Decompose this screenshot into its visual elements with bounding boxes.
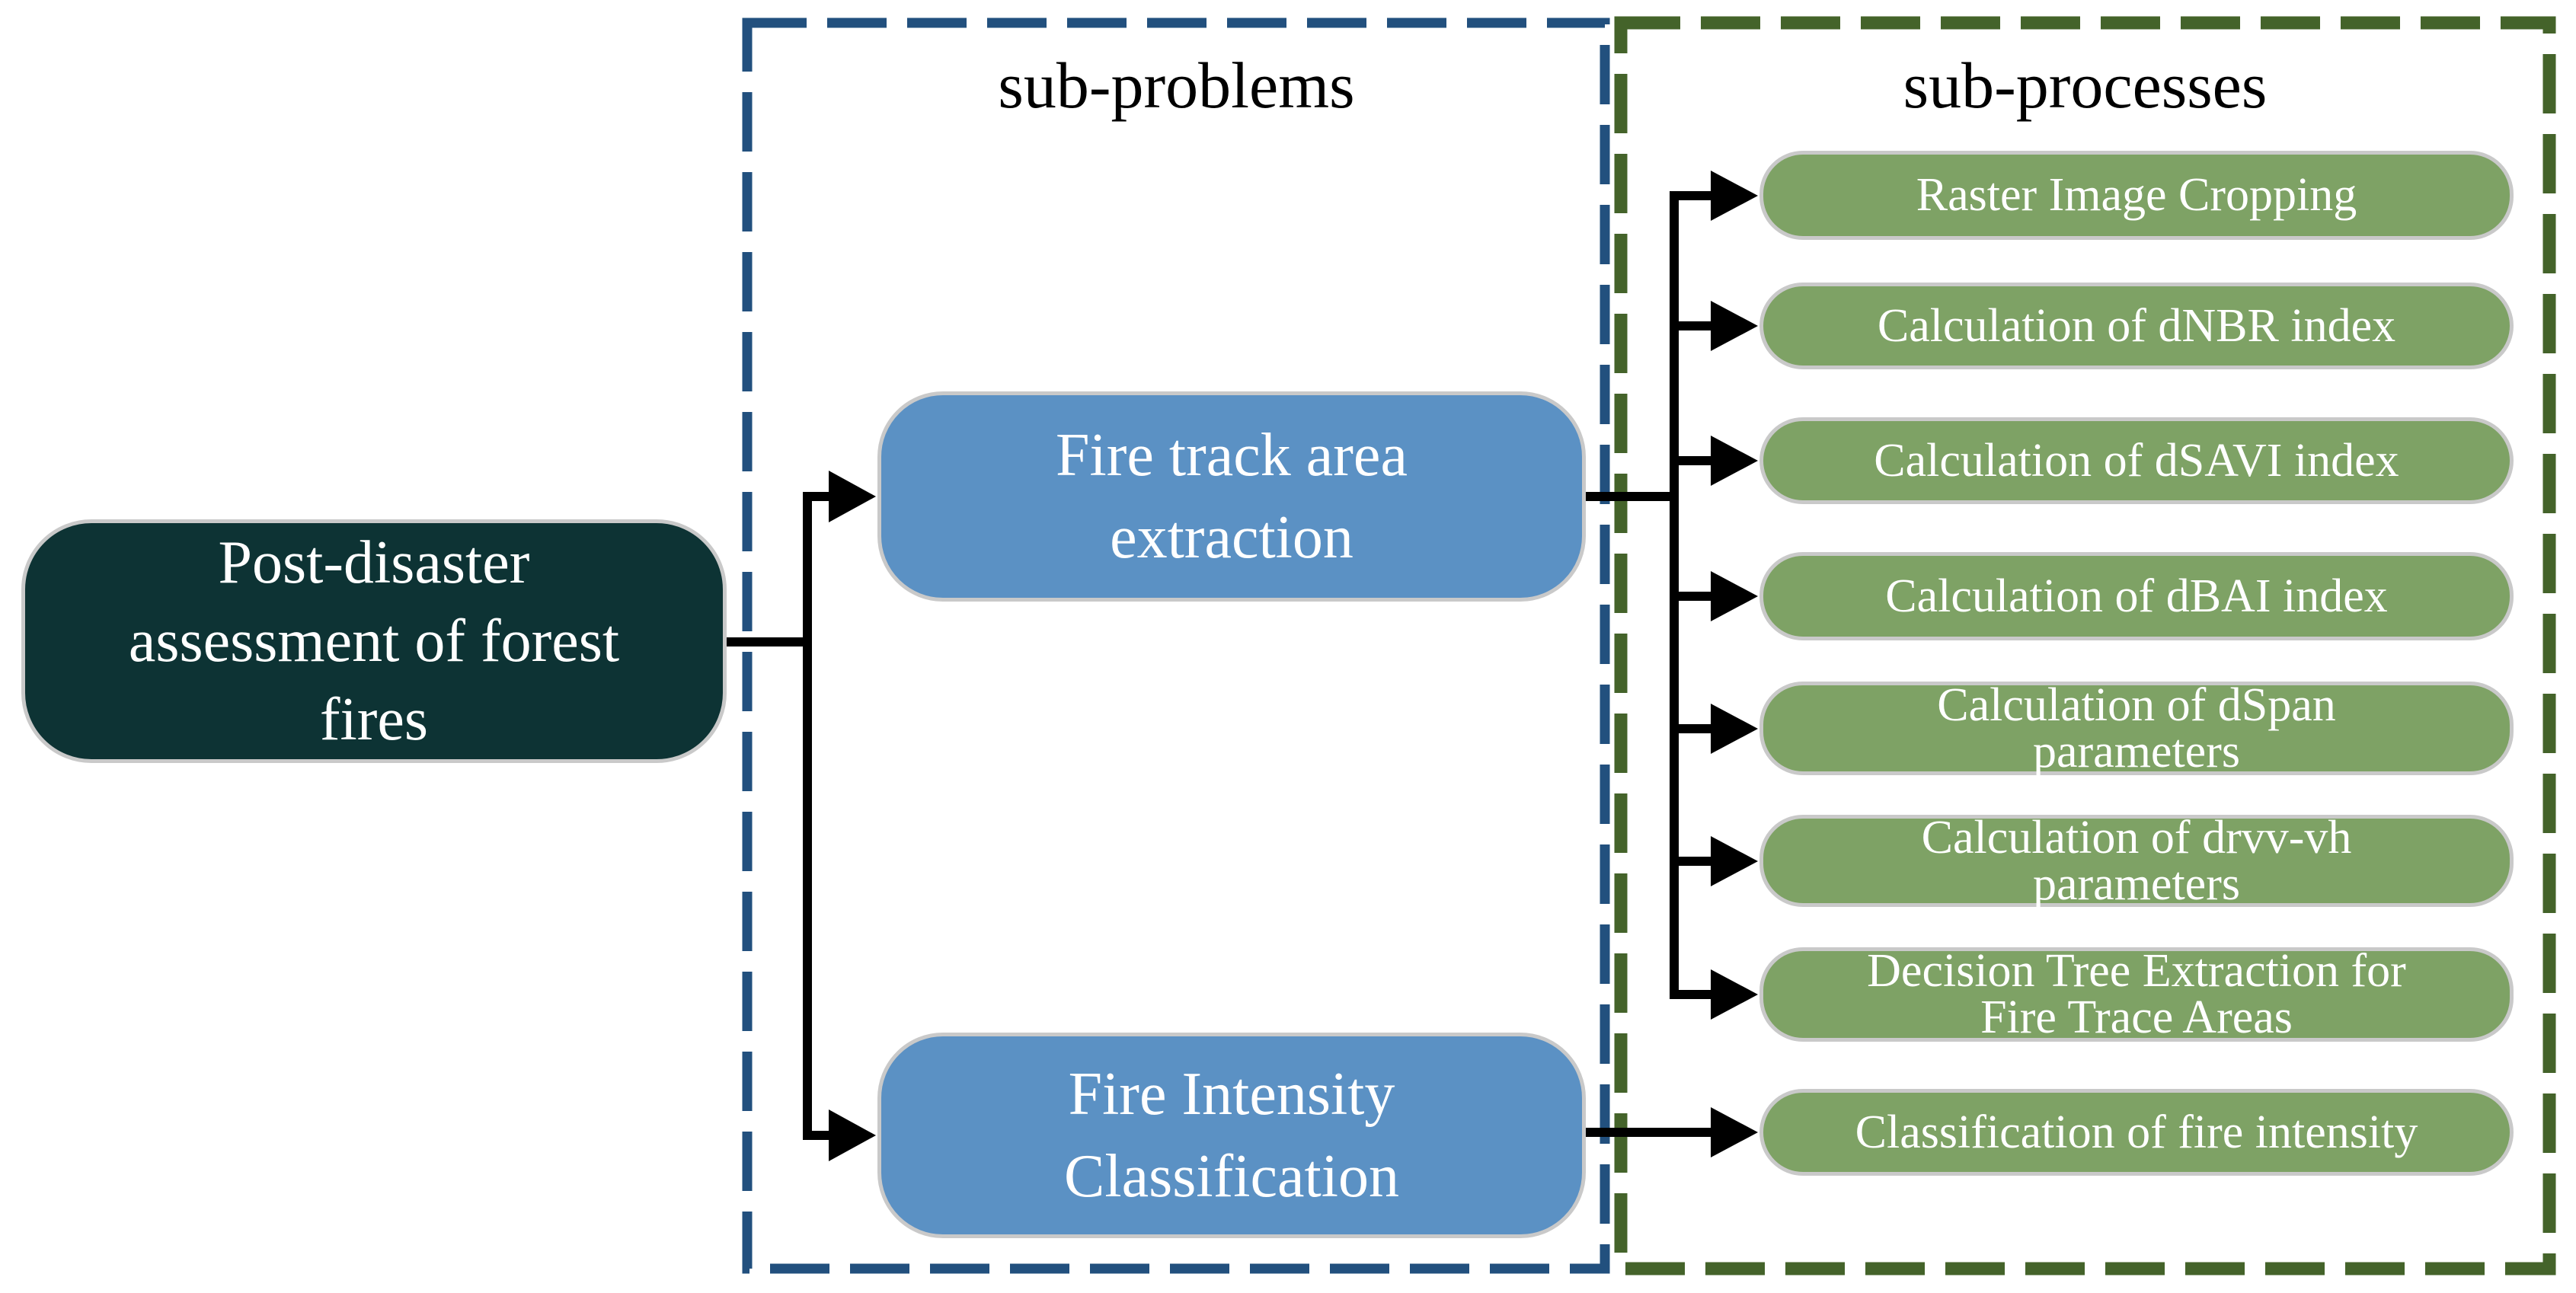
sub-process-box-drvv-vh-parameters: Calculation of drvv-vh parameters — [1759, 811, 2514, 910]
arrowhead-icon — [829, 1109, 876, 1161]
sub-problem-box-label: Fire Intensity Classification — [1064, 1061, 1399, 1210]
sub-problem-box-fire-track-area-extraction: Fire track area extraction — [877, 391, 1586, 602]
arrowhead-icon — [1711, 436, 1758, 486]
sub-process-box-raster-image-cropping: Raster Image Cropping — [1759, 151, 2514, 240]
arrowhead-icon — [1711, 171, 1758, 221]
sub-process-box-label: Classification of fire intensity — [1855, 1106, 2418, 1158]
sub-problems-frame — [742, 18, 1610, 1274]
sub-process-box-label: Decision Tree Extraction for Fire Trace … — [1867, 945, 2406, 1043]
sub-problem-box-fire-intensity-classification: Fire Intensity Classification — [877, 1033, 1586, 1238]
sub-problems-title: sub-problems — [998, 49, 1355, 122]
sub-processes-frame — [1614, 16, 2556, 1275]
sub-process-box-label: Calculation of dSAVI index — [1874, 434, 2399, 487]
root-box: Post-disaster assessment of forest fires — [21, 519, 727, 763]
sub-process-box-label: Calculation of drvv-vh parameters — [1921, 811, 2352, 910]
sub-process-box-dnbr-index: Calculation of dNBR index — [1759, 283, 2514, 369]
sub-processes-title: sub-processes — [1903, 49, 2268, 122]
sub-process-box-label: Raster Image Cropping — [1916, 169, 2357, 221]
arrowhead-icon — [1711, 704, 1758, 754]
arrowhead-icon — [1711, 1107, 1758, 1157]
arrowhead-icon — [1711, 836, 1758, 886]
arrowhead-icon — [1711, 571, 1758, 621]
sub-process-box-label: Calculation of dSpan parameters — [1937, 678, 2336, 777]
sub-process-box-dsavi-index: Calculation of dSAVI index — [1759, 417, 2514, 504]
arrowhead-icon — [1711, 301, 1758, 351]
arrowhead-icon — [1711, 969, 1758, 1020]
sub-process-box-fire-intensity: Classification of fire intensity — [1759, 1089, 2514, 1176]
sub-problem-box-label: Fire track area extraction — [1056, 422, 1408, 571]
arrowhead-icon — [829, 471, 876, 522]
sub-process-box-label: Calculation of dNBR index — [1877, 299, 2396, 352]
sub-process-box-label: Calculation of dBAI index — [1885, 570, 2388, 622]
sub-process-box-dbai-index: Calculation of dBAI index — [1759, 552, 2514, 640]
sub-process-box-dspan-parameters: Calculation of dSpan parameters — [1759, 682, 2514, 775]
root-box-label: Post-disaster assessment of forest fires — [128, 528, 620, 753]
sub-process-box-decision-tree-extraction: Decision Tree Extraction for Fire Trace … — [1759, 947, 2514, 1042]
